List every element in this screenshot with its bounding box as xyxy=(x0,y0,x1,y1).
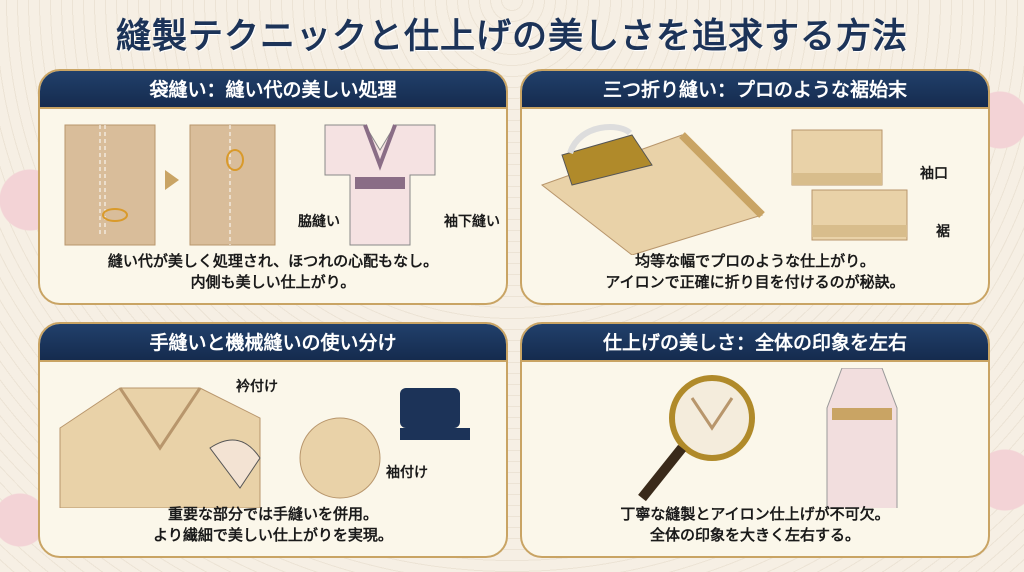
panel-caption: 均等な幅でプロのような仕上がり。アイロンで正確に折り目を付けるのが秘訣。 xyxy=(522,251,988,293)
caption-line: 全体の印象を大きく左右する。 xyxy=(649,526,860,544)
label-side-seam: 脇縫い xyxy=(298,211,340,231)
caption-line: 内側も美しい仕上がり。 xyxy=(190,273,356,291)
label-collar-attachment: 衿付け xyxy=(236,376,278,396)
panel-caption: 丁寧な縫製とアイロン仕上げが不可欠。全体の印象を大きく左右する。 xyxy=(522,504,988,546)
panel-caption: 重要な部分では手縫いを併用。より繊細で美しい仕上がりを実現。 xyxy=(40,504,506,546)
caption-line: アイロンで正確に折り目を付けるのが秘訣。 xyxy=(605,273,905,291)
panel-heading: 手縫いと機械縫いの使い分け xyxy=(40,324,506,362)
page-title: 縫製テクニックと仕上げの美しさを追求する方法 xyxy=(115,16,908,57)
caption-line: 均等な幅でプロのような仕上がり。 xyxy=(635,252,875,270)
caption-line: より繊細で美しい仕上がりを実現。 xyxy=(153,526,393,544)
caption-line: 丁寧な縫製とアイロン仕上げが不可欠。 xyxy=(620,505,890,523)
label-hem: 裾 xyxy=(936,221,950,241)
caption-line: 縫い代が美しく処理され、ほつれの心配もなし。 xyxy=(107,252,439,270)
label-underarm-seam: 袖下縫い xyxy=(444,211,500,231)
label-sleeve-attachment: 袖付け xyxy=(386,462,428,482)
panel-caption: 縫い代が美しく処理され、ほつれの心配もなし。内側も美しい仕上がり。 xyxy=(40,251,506,293)
kimono-finishing-illustration xyxy=(638,368,898,508)
panel-heading: 袋縫い：縫い代の美しい処理 xyxy=(40,71,506,109)
panel-finishing-beauty: 仕上げの美しさ：全体の印象を左右 丁寧な縫製とアイロン仕上げが不可欠。全体の印象… xyxy=(520,322,990,558)
three-fold-hem-illustration xyxy=(540,124,908,255)
panel-heading: 三つ折り縫い：プロのような裾始末 xyxy=(522,71,988,109)
french-seam-illustration xyxy=(64,124,436,246)
caption-line: 重要な部分では手縫いを併用。 xyxy=(167,505,378,523)
panel-hand-vs-machine: 手縫いと機械縫いの使い分け 衿付け 袖付け 重要な部分では手縫いを併用。より繊細… xyxy=(38,322,508,558)
panel-french-seam: 袋縫い：縫い代の美しい処理 脇縫い 袖下縫い 縫い代が美しく処理され、ほつれの心… xyxy=(38,69,508,305)
panel-heading: 仕上げの美しさ：全体の印象を左右 xyxy=(522,324,988,362)
hand-sewing-illustration xyxy=(59,387,470,508)
label-cuff: 袖口 xyxy=(920,163,948,183)
panel-three-fold-hem: 三つ折り縫い：プロのような裾始末 袖口 裾 均等な幅でプロのような仕上がり。アイ… xyxy=(520,69,990,305)
